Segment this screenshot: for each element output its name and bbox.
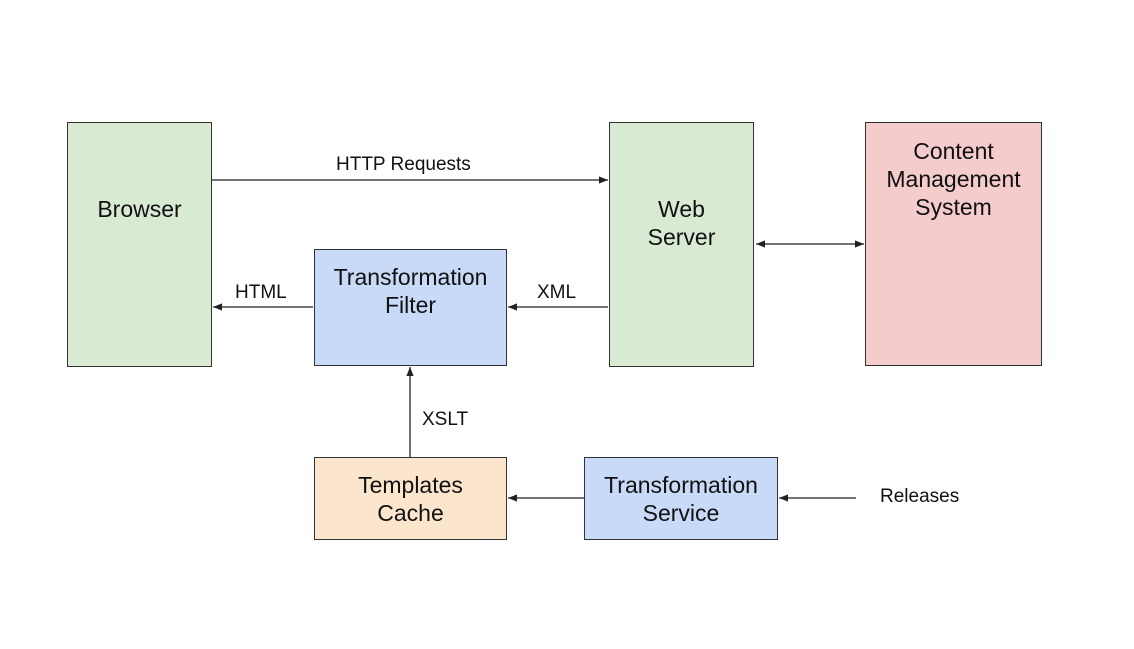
xslt-label: XSLT: [422, 409, 469, 430]
transformation-filter-label: Transformation Filter: [333, 264, 488, 318]
cms-label: Content Management System: [886, 138, 1021, 220]
web-server-label: Web Server: [647, 196, 716, 250]
html-label: HTML: [235, 282, 287, 303]
templates-cache-label: Templates Cache: [358, 471, 463, 526]
browser-node: Browser: [67, 122, 212, 367]
cms-node: Content Management System: [865, 122, 1042, 366]
browser-label: Browser: [97, 196, 182, 222]
releases-label: Releases: [880, 486, 960, 507]
xml-label: XML: [537, 282, 577, 303]
web-server-node: Web Server: [609, 122, 754, 367]
templates-cache-node: Templates Cache: [314, 457, 507, 540]
transformation-service-node: Transformation Service: [584, 457, 778, 540]
http-requests-label: HTTP Requests: [336, 154, 471, 175]
transformation-filter-node: Transformation Filter: [314, 249, 507, 366]
transformation-service-label: Transformation Service: [604, 471, 758, 526]
